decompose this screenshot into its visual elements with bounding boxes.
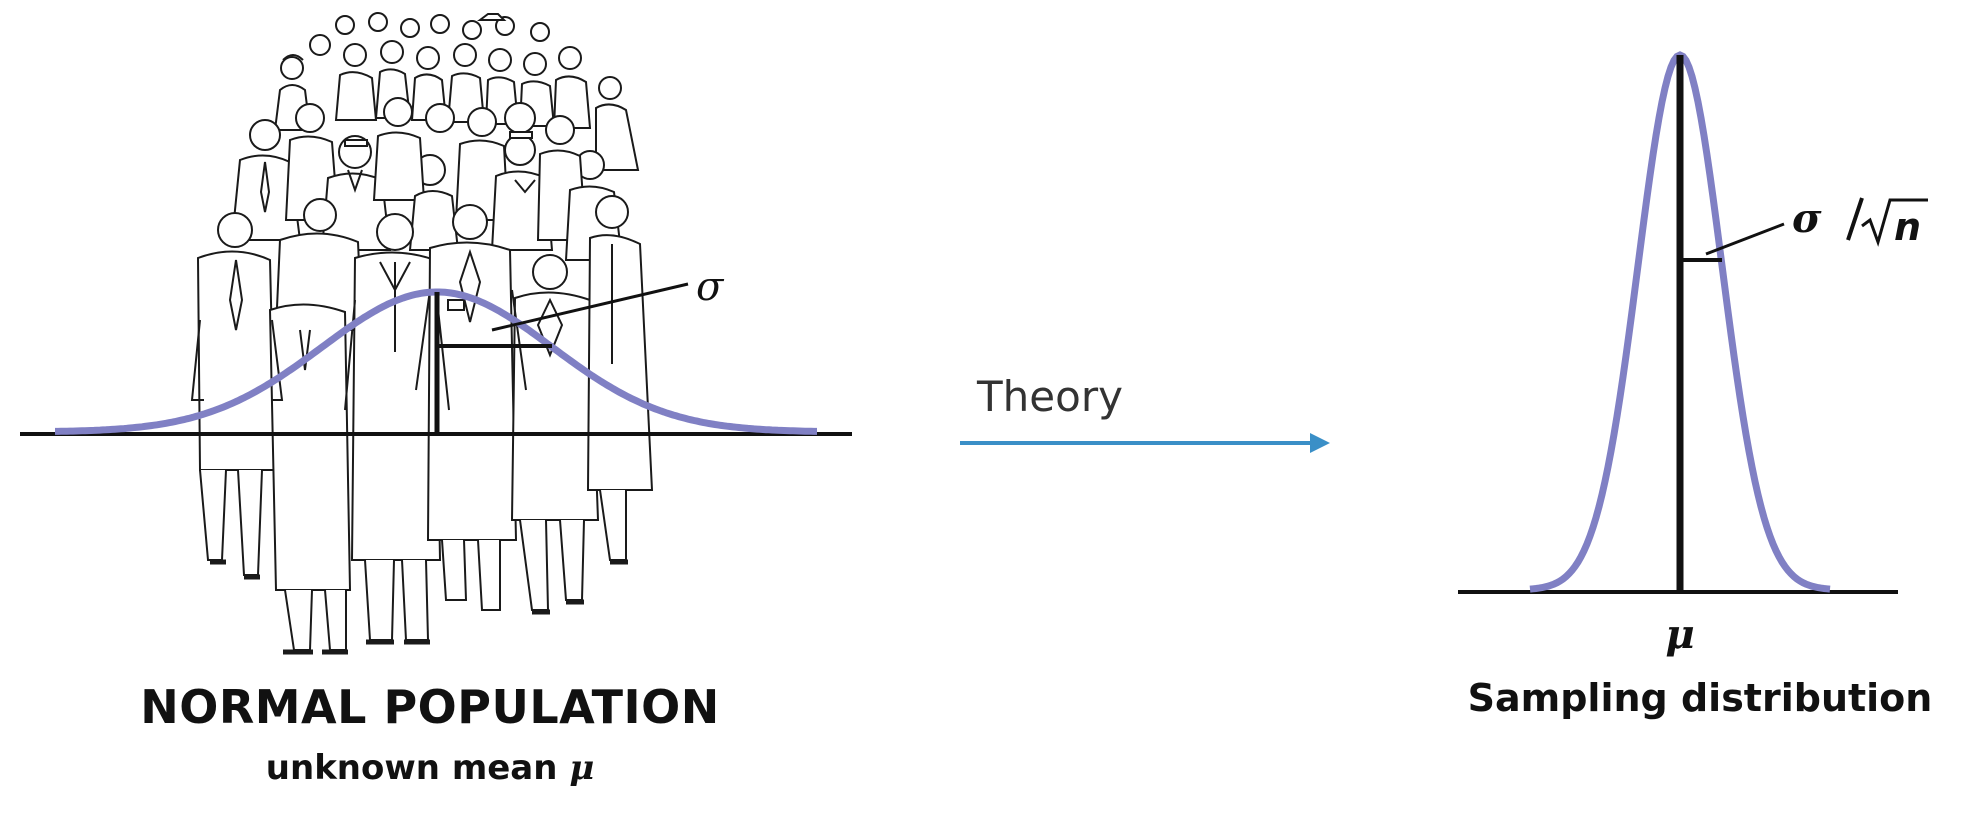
arrow-right-icon [1310,433,1330,453]
left-subtitle-mu: μ [569,748,595,788]
crowd-front-rows [190,195,654,655]
left-title: NORMAL POPULATION [140,680,720,734]
sigma-label: σ [696,264,725,310]
left-subtitle-text: unknown mean [265,748,558,788]
se-n-symbol: n [1894,205,1921,249]
se-pointer-line [1705,222,1785,256]
standard-error-label: σ n [1792,195,1928,249]
left-subtitle: unknown mean μ [60,748,800,788]
crowd-illustration [190,12,654,655]
se-sigma-symbol: σ [1792,195,1822,242]
se-fraction-slash [1846,197,1864,241]
sampling-mean-label: μ [1665,611,1694,658]
right-caption: Sampling distribution [1467,676,1933,720]
square-root-icon [1861,198,1928,247]
sigma-pointer-line [491,282,689,332]
theory-arrow-label: Theory [977,372,1123,421]
